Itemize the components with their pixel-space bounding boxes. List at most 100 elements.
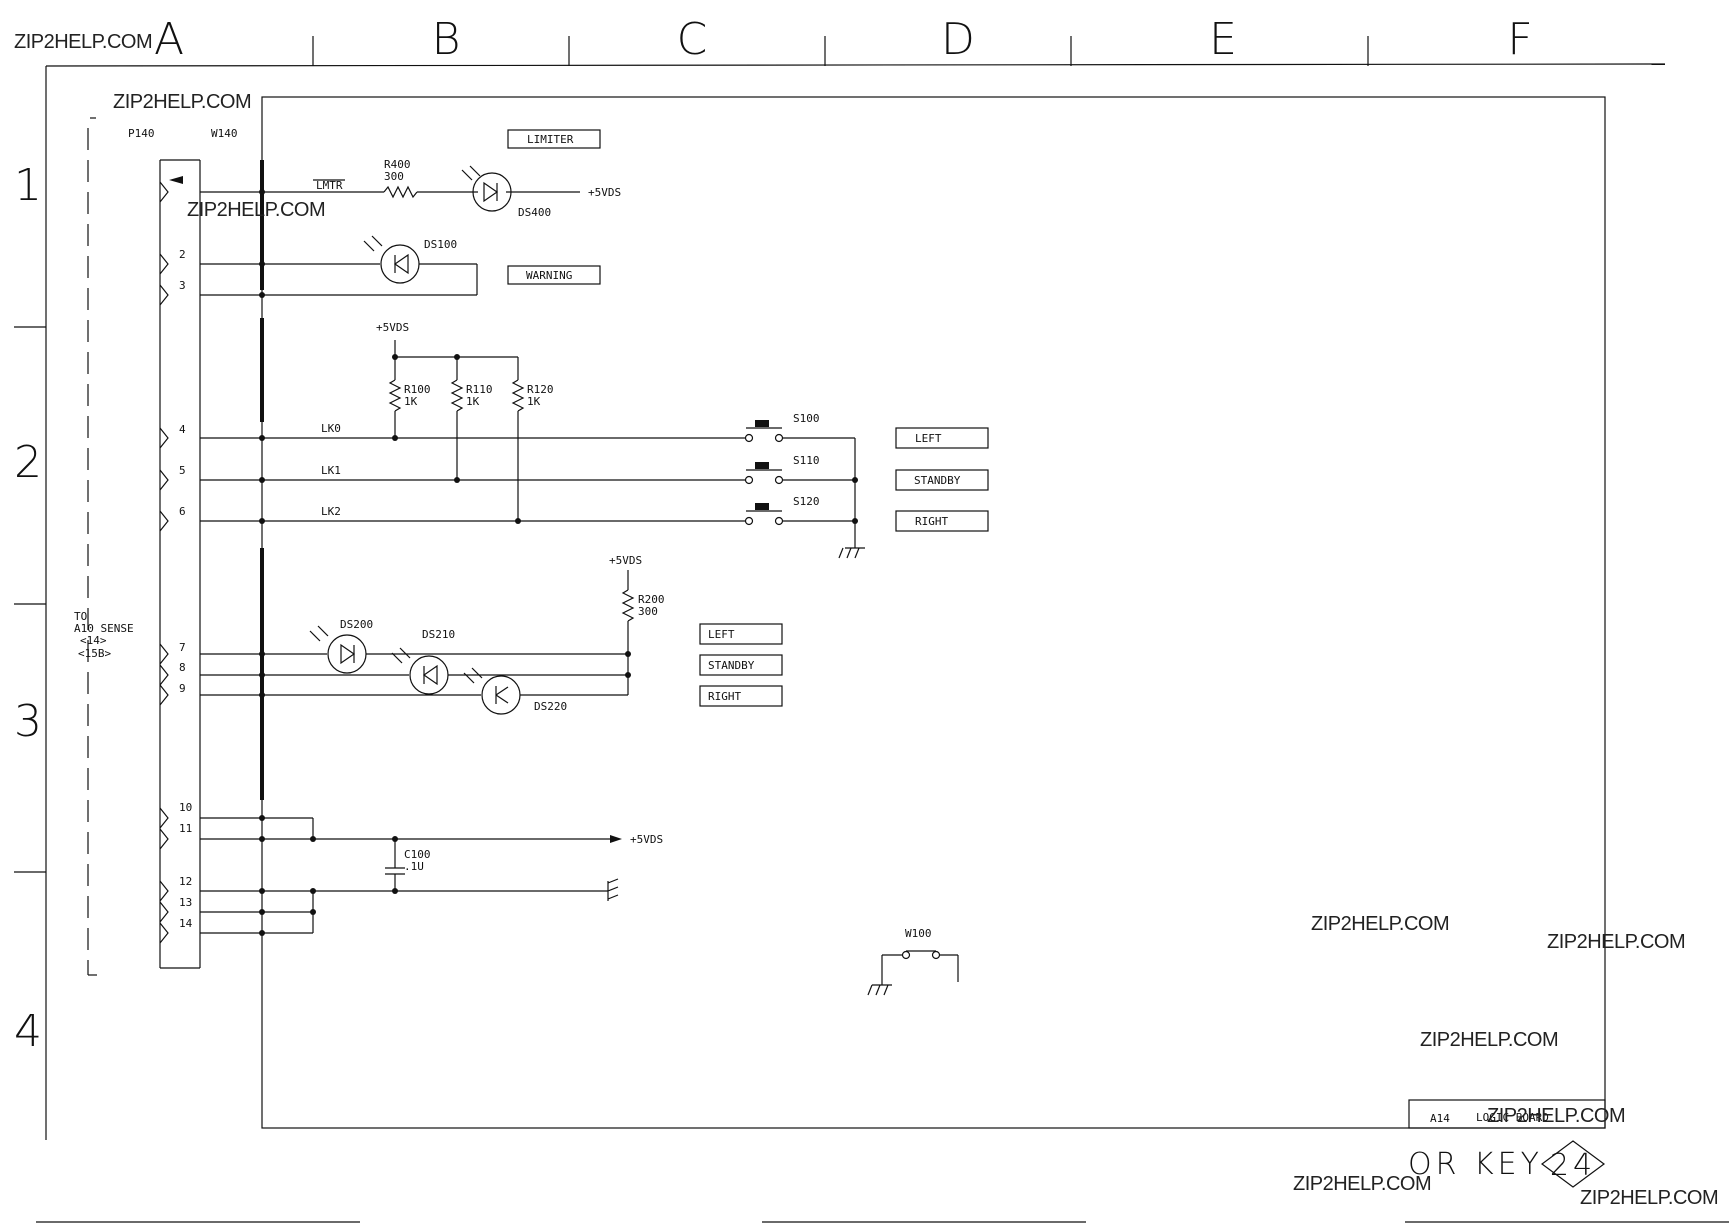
dest-line-3: <14> bbox=[80, 634, 107, 647]
footer-key-number: 24 bbox=[1550, 1148, 1596, 1183]
limiter-box bbox=[507, 129, 601, 149]
s110-label: S110 bbox=[793, 454, 820, 467]
r100-value: 1K bbox=[404, 395, 418, 408]
w100-label: W100 bbox=[905, 927, 932, 940]
pin-chevron bbox=[159, 510, 169, 532]
c100-value: .1U bbox=[404, 860, 424, 873]
dest-line-2: A10 SENSE bbox=[74, 622, 134, 635]
supply-label: +5VDS bbox=[630, 833, 663, 846]
left-led-box bbox=[699, 623, 783, 645]
signal-lk1: LK1 bbox=[321, 464, 341, 477]
s100-label: S100 bbox=[793, 412, 820, 425]
c100-ref: C100 bbox=[404, 848, 431, 861]
ds200-label: DS200 bbox=[340, 618, 373, 631]
signal-lk0: LK0 bbox=[321, 422, 341, 435]
connector-p140-label: P140 bbox=[128, 127, 155, 140]
switch-circuit bbox=[200, 340, 865, 559]
r200-value: 300 bbox=[638, 605, 658, 618]
row-label-3: 3 bbox=[14, 696, 42, 747]
ds400-label: DS400 bbox=[518, 206, 551, 219]
connector-p140 bbox=[87, 117, 201, 976]
key-diamond bbox=[1540, 1140, 1606, 1188]
r110-ref: R110 bbox=[466, 383, 493, 396]
watermark-text: ZIP2HELP.COM bbox=[1580, 1187, 1718, 1209]
warning-box bbox=[507, 265, 601, 285]
ds210-label: DS210 bbox=[422, 628, 455, 641]
pin-number: 2 bbox=[179, 248, 186, 261]
r110-value: 1K bbox=[466, 395, 480, 408]
right-key-box bbox=[895, 510, 989, 532]
column-label-a: A bbox=[154, 14, 184, 65]
led-circuit bbox=[200, 570, 635, 715]
pin-number: 3 bbox=[179, 279, 186, 292]
signal-lmtr: LMTR bbox=[316, 179, 343, 192]
footer-key-text: OR KEY bbox=[1408, 1147, 1543, 1182]
pin-number: 4 bbox=[179, 423, 186, 436]
r200-ref: R200 bbox=[638, 593, 665, 606]
dest-line-1: TO bbox=[74, 610, 87, 623]
column-label-d: D bbox=[941, 14, 975, 65]
power-circuit bbox=[200, 815, 622, 936]
standby-key-label: STANDBY bbox=[914, 474, 961, 487]
warning-label: WARNING bbox=[526, 269, 572, 282]
supply-label: +5VDS bbox=[588, 186, 621, 199]
board-name: LOGIC BOARD bbox=[1476, 1111, 1549, 1124]
watermark-text: ZIP2HELP.COM bbox=[14, 31, 152, 53]
pin-chevron bbox=[159, 427, 169, 449]
pin-number: 10 bbox=[179, 801, 192, 814]
pin-chevron bbox=[159, 181, 169, 203]
column-label-b: B bbox=[432, 14, 461, 65]
row-label-1: 1 bbox=[14, 160, 42, 211]
watermark-text: ZIP2HELP.COM bbox=[187, 199, 325, 221]
pin-number: 6 bbox=[179, 505, 186, 518]
board-outline bbox=[261, 96, 1606, 1129]
grid-frame bbox=[14, 36, 1729, 1223]
pin-number: 9 bbox=[179, 682, 186, 695]
column-label-e: E bbox=[1209, 14, 1237, 65]
pin-number: 13 bbox=[179, 896, 192, 909]
pin-chevron bbox=[159, 253, 169, 275]
pin-chevron bbox=[159, 922, 169, 944]
pin-chevron bbox=[159, 284, 169, 306]
standby-led-box bbox=[699, 654, 783, 676]
pin-chevron bbox=[159, 807, 169, 829]
column-label-c: C bbox=[677, 14, 708, 65]
pin-number: 11 bbox=[179, 822, 192, 835]
right-led-box bbox=[699, 685, 783, 707]
r400-value: 300 bbox=[384, 170, 404, 183]
watermark-text: ZIP2HELP.COM bbox=[113, 91, 251, 113]
title-block bbox=[1408, 1099, 1606, 1129]
watermark-text: ZIP2HELP.COM bbox=[1487, 1105, 1625, 1127]
row-label-4: 4 bbox=[14, 1006, 42, 1057]
dest-line-4: <15B> bbox=[78, 647, 111, 660]
signal-lk2: LK2 bbox=[321, 505, 341, 518]
limiter-circuit bbox=[200, 165, 580, 212]
watermark-text: ZIP2HELP.COM bbox=[1293, 1173, 1431, 1195]
pin-number: 5 bbox=[179, 464, 186, 477]
ds100-label: DS100 bbox=[424, 238, 457, 251]
pin-chevron bbox=[159, 880, 169, 902]
pin-chevron bbox=[159, 469, 169, 491]
ds220-label: DS220 bbox=[534, 700, 567, 713]
supply-label: +5VDS bbox=[376, 321, 409, 334]
left-led-label: LEFT bbox=[708, 628, 735, 641]
pin-number: 8 bbox=[179, 661, 186, 674]
r100-ref: R100 bbox=[404, 383, 431, 396]
watermarks: ZIP2HELP.COM ZIP2HELP.COM ZIP2HELP.COM Z… bbox=[14, 31, 1719, 1209]
pin-number: 14 bbox=[179, 917, 193, 930]
pin-chevron bbox=[159, 901, 169, 923]
watermark-text: ZIP2HELP.COM bbox=[1420, 1029, 1558, 1051]
left-key-label: LEFT bbox=[915, 432, 942, 445]
warning-circuit bbox=[200, 235, 478, 298]
s120-label: S120 bbox=[793, 495, 820, 508]
column-label-f: F bbox=[1507, 14, 1532, 65]
right-key-label: RIGHT bbox=[915, 515, 948, 528]
supply-label: +5VDS bbox=[609, 554, 642, 567]
right-led-label: RIGHT bbox=[708, 690, 741, 703]
board-ref: A14 bbox=[1430, 1112, 1450, 1125]
standby-led-label: STANDBY bbox=[708, 659, 755, 672]
pin-number: 12 bbox=[179, 875, 192, 888]
pin-chevron bbox=[159, 664, 169, 686]
pin-chevron bbox=[159, 828, 169, 850]
